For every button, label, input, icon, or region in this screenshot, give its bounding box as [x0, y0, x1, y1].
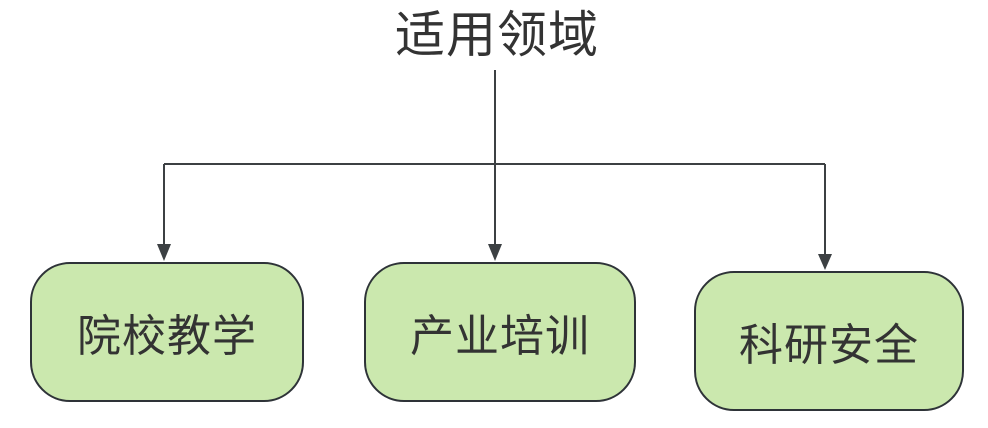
node-label: 院校教学 — [77, 312, 257, 361]
arrow-down-icon — [818, 254, 832, 270]
node-academic-teaching: 院校教学 — [30, 262, 304, 402]
node-label: 产业培训 — [410, 312, 590, 361]
node-research-safety: 科研安全 — [694, 271, 964, 411]
diagram-title: 适用领域 — [395, 7, 599, 63]
arrow-down-icon — [488, 244, 502, 261]
arrow-down-icon — [157, 244, 171, 261]
node-industry-training: 产业培训 — [364, 262, 636, 402]
node-label: 科研安全 — [739, 321, 919, 370]
